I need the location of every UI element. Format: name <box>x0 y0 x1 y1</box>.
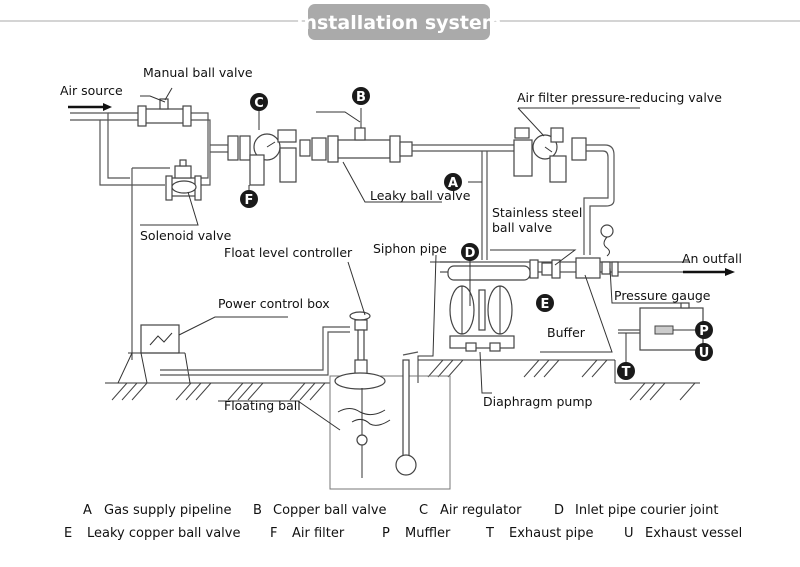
label-pressure-gauge: Pressure gauge <box>614 288 711 303</box>
svg-text:F: F <box>245 193 254 208</box>
pressure-gauge-dial <box>600 224 614 238</box>
air-filter-prv <box>513 127 587 183</box>
legend-key-d: D <box>554 503 564 518</box>
label-air-filter-prv: Air filter pressure-reducing valve <box>517 90 722 105</box>
label-ball-valve: ball valve <box>492 220 552 235</box>
solenoid-valve <box>165 159 202 201</box>
air-regulator-filter <box>227 129 311 186</box>
label-an-outfall: An outfall <box>682 251 742 266</box>
label-stainless-steel: Stainless steel <box>492 205 582 220</box>
label-manual-ball-valve: Manual ball valve <box>143 65 253 80</box>
title-box <box>308 4 490 40</box>
label-buffer: Buffer <box>547 325 586 340</box>
manual-ball-valve <box>137 95 192 127</box>
badge-e: E <box>536 294 554 312</box>
label-floating-ball: Floating ball <box>224 398 301 413</box>
legend-text-t: Exhaust pipe <box>509 526 593 541</box>
badge-t: T <box>617 362 635 380</box>
svg-text:B: B <box>356 90 366 105</box>
title-banner: Installation system <box>0 4 800 40</box>
label-power-control-box: Power control box <box>218 296 330 311</box>
legend-text-u: Exhaust vessel <box>645 526 742 541</box>
badge-u: U <box>695 343 713 361</box>
legend-key-e: E <box>64 526 72 541</box>
copper-ball-valve <box>311 111 413 163</box>
outlet-line <box>440 224 735 279</box>
label-siphon-pipe: Siphon pipe <box>373 241 447 256</box>
label-float-level-controller: Float level controller <box>224 245 353 260</box>
legend-key-a: A <box>83 503 92 518</box>
badge-c: C <box>250 93 268 111</box>
legend-text-a: Gas supply pipeline <box>104 503 231 518</box>
badge-p: P <box>695 321 713 339</box>
power-control-box <box>117 324 191 384</box>
label-diaphragm-pump: Diaphragm pump <box>483 394 593 409</box>
svg-text:D: D <box>465 246 476 261</box>
legend-key-p: P <box>382 526 390 541</box>
legend-text-d: Inlet pipe courier joint <box>575 503 718 518</box>
legend-key-u: U <box>624 526 634 541</box>
svg-text:E: E <box>541 297 550 312</box>
legend-text-f: Air filter <box>292 526 345 541</box>
badge-b: B <box>352 87 370 105</box>
float-tank <box>329 311 451 490</box>
legend-key-t: T <box>485 526 494 541</box>
arrow-head-icon <box>103 103 112 111</box>
arrow-head-icon <box>725 268 735 276</box>
legend-key-b: B <box>253 503 262 518</box>
label-air-source: Air source <box>60 83 123 98</box>
exhaust-vessel <box>618 302 704 351</box>
legend-key-c: C <box>419 503 428 518</box>
legend: A Gas supply pipeline B Copper ball valv… <box>64 503 742 541</box>
svg-text:T: T <box>622 365 631 380</box>
legend-key-f: F <box>270 526 277 541</box>
diaphragm-pump <box>447 265 531 352</box>
badge-f: F <box>240 190 258 208</box>
svg-text:A: A <box>448 176 458 191</box>
page-title: Installation system <box>296 12 501 34</box>
svg-text:C: C <box>254 96 264 111</box>
label-solenoid-valve: Solenoid valve <box>140 228 232 243</box>
legend-text-p: Muffler <box>405 526 451 541</box>
ground <box>105 359 700 401</box>
svg-text:P: P <box>699 324 709 339</box>
svg-text:U: U <box>699 346 710 361</box>
badge-d: D <box>461 243 479 261</box>
legend-text-e: Leaky copper ball valve <box>87 526 241 541</box>
label-leaky-ball-valve: Leaky ball valve <box>370 188 471 203</box>
badge-a: A <box>444 173 462 191</box>
legend-text-b: Copper ball valve <box>273 503 387 518</box>
legend-text-c: Air regulator <box>440 503 522 518</box>
